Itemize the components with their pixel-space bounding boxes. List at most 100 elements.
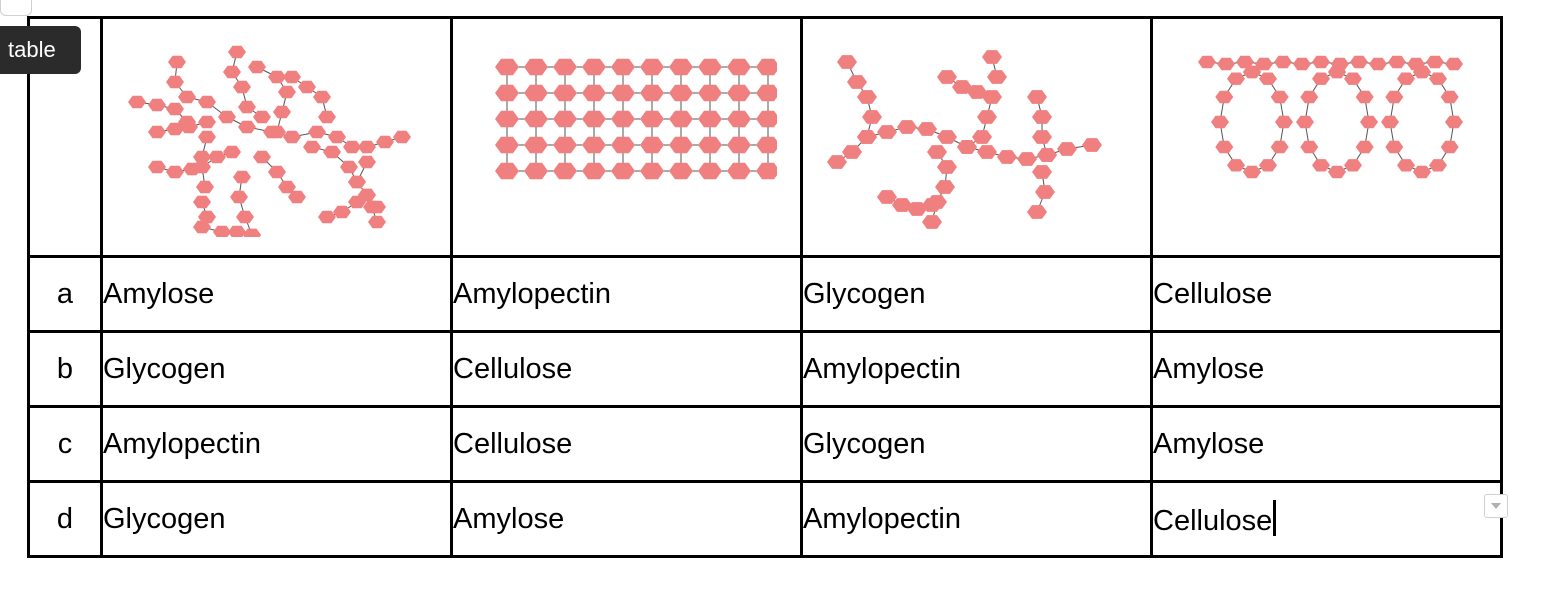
glucose-unit xyxy=(317,110,336,124)
glucose-unit xyxy=(327,130,346,144)
glucose-unit xyxy=(956,140,977,154)
glucose-unit xyxy=(267,70,286,84)
glucose-unit xyxy=(755,110,777,128)
glucose-unit xyxy=(147,160,166,174)
glucose-unit xyxy=(232,170,251,184)
glucose-unit xyxy=(755,84,777,102)
glucose-unit xyxy=(1412,65,1431,79)
glucose-unit xyxy=(1444,115,1463,129)
answer-cell[interactable]: Glycogen xyxy=(100,330,453,408)
glucose-unit xyxy=(1034,185,1055,199)
image-cell-3[interactable] xyxy=(800,16,1153,258)
image-cell-2[interactable] xyxy=(450,16,803,258)
glucose-unit xyxy=(177,90,196,104)
answer-cell[interactable]: Amylopectin xyxy=(800,330,1153,408)
grid-molecule-diagram xyxy=(494,58,777,180)
answer-cell[interactable]: Glycogen xyxy=(800,255,1153,333)
answer-cell[interactable]: Amylose xyxy=(450,480,803,558)
header-image-row xyxy=(27,16,1503,258)
glucose-unit xyxy=(610,84,635,102)
answer-cell[interactable]: Amylopectin xyxy=(100,405,453,483)
glucose-unit xyxy=(1396,72,1415,85)
glucose-unit xyxy=(1242,165,1261,179)
glucose-unit xyxy=(581,162,606,180)
glucose-unit xyxy=(342,140,361,154)
glucose-unit xyxy=(307,125,326,139)
glucose-unit xyxy=(610,110,635,128)
glucose-unit xyxy=(192,150,211,164)
glucose-unit xyxy=(332,205,351,219)
answer-cell[interactable]: Glycogen xyxy=(800,405,1153,483)
glucose-unit xyxy=(726,162,751,180)
glucose-unit xyxy=(1242,65,1261,79)
glucose-unit xyxy=(252,110,271,124)
row-letter[interactable]: b xyxy=(27,330,103,408)
glucose-unit xyxy=(846,75,867,89)
answer-table[interactable]: a Amylose Amylopectin Glycogen Cellulose… xyxy=(27,16,1503,558)
image-cell-1[interactable] xyxy=(100,16,453,258)
glucose-unit xyxy=(581,84,606,102)
glucose-unit xyxy=(1292,57,1311,71)
glucose-unit xyxy=(1056,142,1077,156)
glucose-unit xyxy=(1440,90,1459,104)
answer-cell[interactable]: Amylose xyxy=(1150,405,1503,483)
glucose-unit xyxy=(494,162,519,180)
glucose-unit xyxy=(347,175,366,189)
glucose-unit xyxy=(227,45,246,59)
glucose-unit xyxy=(552,84,577,102)
answer-cell[interactable]: Glycogen xyxy=(100,480,453,558)
answer-cell[interactable]: Cellulose xyxy=(450,405,803,483)
glucose-unit xyxy=(876,125,897,139)
glucose-unit xyxy=(934,180,955,194)
glucose-unit xyxy=(197,130,216,144)
glucose-unit xyxy=(267,125,286,139)
glucose-unit xyxy=(552,110,577,128)
glucose-unit xyxy=(1384,90,1403,104)
glucose-unit xyxy=(1214,140,1233,154)
glucose-unit xyxy=(147,125,166,139)
glucose-unit xyxy=(876,190,897,204)
table-row: a Amylose Amylopectin Glycogen Cellulose xyxy=(27,255,1503,333)
glucose-unit xyxy=(267,165,286,179)
glucose-unit xyxy=(981,90,1002,104)
glucose-unit xyxy=(195,180,214,194)
glucose-unit xyxy=(1311,72,1330,85)
answer-cell[interactable]: Cellulose xyxy=(1150,480,1503,558)
glucose-unit xyxy=(1349,55,1368,69)
image-cell-4[interactable] xyxy=(1150,16,1503,258)
glucose-unit xyxy=(639,110,664,128)
answer-cell[interactable]: Amylose xyxy=(1150,330,1503,408)
answer-cell[interactable]: Amylopectin xyxy=(450,255,803,333)
glucose-unit xyxy=(192,160,211,174)
glucose-unit xyxy=(312,90,331,104)
row-letter[interactable]: a xyxy=(27,255,103,333)
glucose-unit xyxy=(1270,90,1289,104)
answer-cell[interactable]: Cellulose xyxy=(1150,255,1503,333)
table-row: d Glycogen Amylose Amylopectin Cellulose xyxy=(27,480,1503,558)
glucose-unit xyxy=(610,162,635,180)
glucose-unit xyxy=(755,136,777,154)
glucose-unit xyxy=(921,198,942,212)
glucose-unit xyxy=(639,84,664,102)
glucose-unit xyxy=(697,110,722,128)
glucose-unit xyxy=(127,95,146,109)
dropdown-arrow-icon[interactable] xyxy=(1484,494,1508,518)
branched-molecule-diagram xyxy=(127,45,411,237)
glucose-unit xyxy=(1387,55,1406,69)
answer-cell[interactable]: Cellulose xyxy=(450,330,803,408)
glucose-unit xyxy=(523,136,548,154)
glucose-unit xyxy=(247,60,266,74)
glucose-unit xyxy=(1031,165,1052,179)
glucose-unit xyxy=(1031,130,1052,144)
glucose-unit xyxy=(1396,159,1415,172)
table-handle-icon[interactable] xyxy=(0,0,32,16)
row-letter[interactable]: c xyxy=(27,405,103,483)
row-letter[interactable]: d xyxy=(27,480,103,558)
glucose-unit xyxy=(317,210,336,224)
answer-cell[interactable]: Amylose xyxy=(100,255,453,333)
glucose-unit xyxy=(936,160,957,174)
answer-cell[interactable]: Amylopectin xyxy=(800,480,1153,558)
glucose-unit xyxy=(891,198,912,212)
glucose-unit xyxy=(232,80,251,94)
glucose-unit xyxy=(1327,165,1346,179)
